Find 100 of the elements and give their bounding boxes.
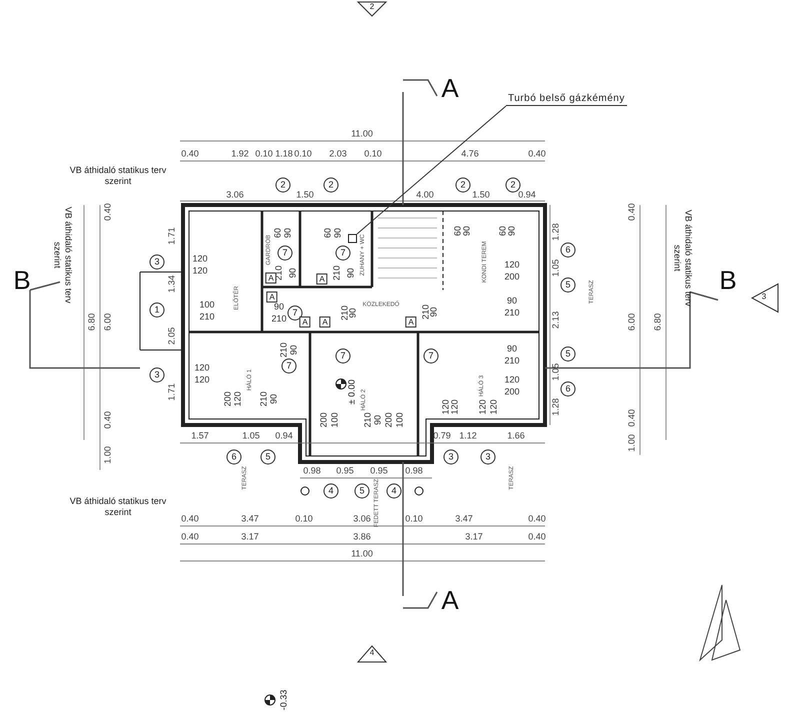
dimension-label: 0.94 bbox=[518, 190, 536, 200]
opening-size-label: 120 bbox=[194, 376, 210, 384]
callout-number: 6 bbox=[560, 242, 576, 258]
dimension-label: 3.47 bbox=[455, 514, 473, 524]
dimension-label: 1.34 bbox=[168, 275, 176, 293]
callout-number: 2 bbox=[324, 178, 338, 192]
opening-size-label: 210 bbox=[332, 265, 342, 281]
opening-size-label: 90 bbox=[290, 345, 298, 355]
dimension-label: 0.10 bbox=[295, 514, 313, 524]
opening-size-label: 210 bbox=[260, 391, 268, 407]
opening-size-label: 210 bbox=[422, 304, 430, 320]
dimension-label: 1.28 bbox=[552, 223, 560, 241]
opening-size-label: 100 bbox=[330, 412, 340, 428]
dimension-label: 1.28 bbox=[552, 398, 560, 416]
opening-size-label: 90 bbox=[507, 344, 517, 354]
chimney-symbol bbox=[348, 234, 357, 243]
callout-number: 7 bbox=[336, 348, 350, 364]
dimension-label: 1.50 bbox=[296, 190, 314, 200]
callout-number: 7 bbox=[288, 306, 302, 320]
callout-number: 2 bbox=[506, 178, 520, 192]
dimension-label: 11.00 bbox=[351, 550, 373, 558]
dimension-label: 0.40 bbox=[104, 203, 112, 221]
opening-size-label: 210 bbox=[504, 308, 520, 318]
section-number: 3 bbox=[762, 293, 766, 301]
opening-size-label: 100 bbox=[199, 300, 215, 310]
opening-size-label: 200 bbox=[504, 272, 520, 282]
opening-size-label: 210 bbox=[504, 356, 520, 366]
callout-number: 7 bbox=[336, 246, 350, 260]
callout-number: 5 bbox=[354, 484, 370, 498]
dimension-label: 3.17 bbox=[241, 532, 259, 542]
note-text: VB áthidaló statikus terv szerint bbox=[68, 164, 168, 188]
dimension-label: 1.18 bbox=[275, 150, 293, 158]
callout-number: 7 bbox=[278, 246, 292, 260]
dimension-label: 0.10 bbox=[405, 514, 423, 524]
opening-size-label: 90 bbox=[288, 268, 298, 278]
opening-size-label: 120 bbox=[490, 399, 498, 415]
opening-size-label: 60 bbox=[498, 226, 508, 236]
dimension-label: 3.17 bbox=[465, 532, 483, 542]
callout-number: 3 bbox=[480, 450, 496, 464]
dimension-label: 0.40 bbox=[181, 150, 199, 158]
opening-size-label: 90 bbox=[274, 302, 284, 312]
dimension-label: 0.40 bbox=[628, 409, 636, 427]
tag-label: A bbox=[265, 272, 277, 284]
opening-size-label: 90 bbox=[348, 308, 358, 318]
dimension-label: 6.80 bbox=[654, 313, 662, 331]
callout-number: 6 bbox=[560, 382, 576, 396]
callout-number: 3 bbox=[150, 368, 164, 382]
opening-size-label: 60 bbox=[454, 226, 462, 236]
note-text: VB áthidaló statikus terv szerint bbox=[51, 206, 74, 306]
leader-line bbox=[356, 106, 506, 234]
opening-size-label: 100 bbox=[396, 412, 404, 428]
dimension-label: 0.40 bbox=[528, 150, 546, 158]
level-label: ± 0.00 bbox=[348, 380, 356, 404]
opening-size-label: 90 bbox=[334, 228, 342, 238]
opening-size-label: 200 bbox=[320, 412, 328, 428]
dimension-label: 0.10 bbox=[255, 150, 273, 158]
opening-size-label: 90 bbox=[270, 394, 278, 404]
opening-size-label: 200 bbox=[384, 412, 394, 428]
dimension-label: 0.40 bbox=[104, 411, 112, 429]
note-text: Turbó belső gázkémény bbox=[506, 93, 627, 106]
dimension-label: 6.00 bbox=[104, 313, 112, 331]
callout-number: 4 bbox=[386, 484, 402, 498]
callout-number: 3 bbox=[444, 450, 458, 464]
section-letter: B bbox=[719, 267, 737, 293]
opening-size-label: 90 bbox=[284, 228, 292, 238]
callout-number: 3 bbox=[150, 254, 164, 270]
opening-size-label: 90 bbox=[430, 307, 438, 317]
opening-size-label: 210 bbox=[364, 412, 372, 428]
dimension-label: 2.13 bbox=[552, 311, 560, 329]
tag-label: A bbox=[319, 316, 331, 328]
dimension-label: 0.40 bbox=[528, 532, 546, 542]
opening-size-label: 90 bbox=[507, 296, 517, 306]
dimension-label: 0.10 bbox=[364, 150, 382, 158]
tag-label: A bbox=[266, 292, 278, 302]
dimension-label: 0.40 bbox=[628, 203, 636, 221]
dimension-label: 0.94 bbox=[275, 432, 293, 440]
callout-number: 4 bbox=[324, 484, 338, 498]
opening-size-label: 120 bbox=[192, 254, 208, 264]
callout-number: 2 bbox=[456, 178, 470, 192]
section-letter: B bbox=[13, 267, 31, 293]
opening-size-label: 120 bbox=[450, 399, 460, 415]
dimension-label: 2.05 bbox=[168, 327, 176, 345]
opening-size-label: 90 bbox=[508, 226, 516, 236]
level-label: -0.33 bbox=[280, 690, 288, 710]
callout-number: 2 bbox=[276, 178, 290, 192]
callout-number: 7 bbox=[282, 358, 296, 374]
note-text: VB áthidaló statikus terv szerint bbox=[671, 208, 694, 308]
opening-size-label: 200 bbox=[504, 388, 520, 396]
opening-size-label: 120 bbox=[234, 391, 242, 407]
dimension-label: 3.86 bbox=[353, 532, 371, 542]
callout-number: 1 bbox=[150, 302, 164, 318]
note-text: VB áthidaló statikus terv szerint bbox=[68, 496, 168, 518]
dimension-label: 1.71 bbox=[168, 227, 176, 245]
opening-size-label: 90 bbox=[462, 226, 472, 236]
callout-number: 5 bbox=[560, 278, 576, 292]
dimension-label: 0.98 bbox=[405, 466, 423, 476]
opening-size-label: 120 bbox=[504, 260, 520, 270]
section-letter: A bbox=[441, 75, 459, 101]
dimension-label: 4.00 bbox=[416, 190, 434, 200]
opening-size-label: 210 bbox=[340, 305, 350, 321]
